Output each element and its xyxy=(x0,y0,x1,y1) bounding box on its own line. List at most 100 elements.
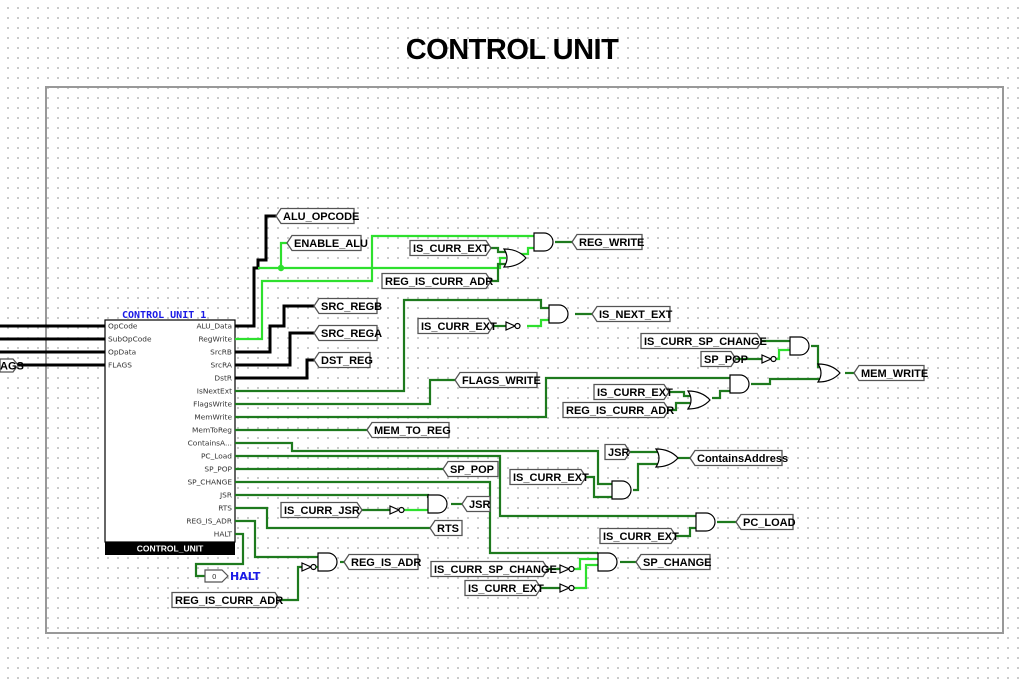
output-pin-label: DstR xyxy=(214,374,232,383)
svg-text:IS_NEXT_EXT: IS_NEXT_EXT xyxy=(599,309,673,321)
tunnel-src-regb[interactable]: SRC_REGB xyxy=(313,297,382,315)
output-pin-label: IsNextExt xyxy=(197,387,232,396)
output-pin-label: REG_IS_ADR xyxy=(186,517,232,526)
input-pin-label: OpData xyxy=(108,348,136,357)
svg-text:IS_CURR_JSR: IS_CURR_JSR xyxy=(284,505,360,517)
tunnel-reg-is-curr-adr-2[interactable]: REG_IS_CURR_ADR xyxy=(562,401,674,419)
tunnel-sp-pop-in[interactable]: SP_POP xyxy=(700,350,748,368)
tunnel-is-curr-ext-3[interactable]: IS_CURR_EXT xyxy=(593,383,673,401)
and-gate-reg-is-adr[interactable] xyxy=(317,552,338,572)
svg-text:ContainsAddress: ContainsAddress xyxy=(697,453,788,465)
output-pin-label: ALU_Data xyxy=(196,322,232,331)
tunnel-rts[interactable]: RTS xyxy=(429,519,463,537)
or-gate-contains-address[interactable] xyxy=(654,448,679,468)
tunnel-contains-address[interactable]: ContainsAddress xyxy=(689,449,788,467)
not-gate-is-curr-jsr[interactable] xyxy=(389,505,405,515)
wire-junction xyxy=(277,264,285,272)
output-pin-label: FlagsWrite xyxy=(193,400,232,409)
tunnel-sp-pop-out[interactable]: SP_POP xyxy=(442,460,499,478)
tunnel-enable-alu[interactable]: ENABLE_ALU xyxy=(286,234,368,252)
svg-text:JSR: JSR xyxy=(608,447,629,459)
not-gate-is-curr-sp-change[interactable] xyxy=(559,564,575,574)
output-pin-label: HALT xyxy=(214,530,233,539)
tunnel-is-curr-ext-1[interactable]: IS_CURR_EXT xyxy=(409,239,492,257)
svg-text:DST_REG: DST_REG xyxy=(321,355,373,367)
bus-wires xyxy=(235,214,314,380)
tunnel-mem-to-reg[interactable]: MEM_TO_REG xyxy=(366,421,451,439)
tunnel-reg-is-curr-adr-1[interactable]: REG_IS_CURR_ADR xyxy=(381,272,493,290)
svg-text:REG_IS_ADR: REG_IS_ADR xyxy=(351,557,421,569)
svg-text:ENABLE_ALU: ENABLE_ALU xyxy=(294,238,368,250)
tunnel-mem-write[interactable]: MEM_WRITE xyxy=(853,364,928,382)
output-pin-label: SrcRB xyxy=(210,348,232,357)
wires-low xyxy=(194,240,854,602)
control-unit-component[interactable]: CONTROL_UNIT_1 CONTROL_UNIT OpCodeSubOpC… xyxy=(104,310,236,555)
svg-text:SP_CHANGE: SP_CHANGE xyxy=(643,557,711,569)
tunnel-reg-is-curr-adr-3[interactable]: REG_IS_CURR_ADR xyxy=(171,591,283,609)
and-gate-is-next-ext[interactable] xyxy=(548,304,569,324)
tunnel-reg-write[interactable]: REG_WRITE xyxy=(571,233,644,251)
tunnel-is-curr-sp-change-2[interactable]: IS_CURR_SP_CHANGE xyxy=(430,560,557,578)
tunnel-dst-reg[interactable]: DST_REG xyxy=(313,351,373,369)
component-footer: CONTROL_UNIT xyxy=(137,544,204,554)
and-gate-contains-address[interactable] xyxy=(611,480,632,500)
svg-text:REG_WRITE: REG_WRITE xyxy=(579,237,644,249)
tunnel-is-curr-ext-2[interactable]: IS_CURR_EXT xyxy=(417,317,497,335)
tunnel-jsr-out[interactable]: JSR xyxy=(461,495,491,513)
halt-output-pin[interactable]: 0 HALT xyxy=(204,569,261,583)
and-gate-sp-change[interactable] xyxy=(597,552,618,572)
not-gate-reg-is-curr-adr[interactable] xyxy=(301,562,317,572)
tunnel-is-curr-jsr[interactable]: IS_CURR_JSR xyxy=(280,501,363,519)
output-pin-label: PC_Load xyxy=(201,452,232,461)
tunnel-is-curr-ext-6[interactable]: IS_CURR_EXT xyxy=(464,579,544,597)
page-title: CONTROL UNIT xyxy=(405,34,619,66)
svg-text:SP_POP: SP_POP xyxy=(704,354,748,366)
and-gate-mem-write-sp[interactable] xyxy=(789,336,810,356)
input-pin-label: FLAGS xyxy=(108,361,132,370)
svg-text:REG_IS_CURR_ADR: REG_IS_CURR_ADR xyxy=(175,595,283,607)
or-gate-mem-write[interactable] xyxy=(816,363,841,383)
tunnel-flags-left[interactable]: AGS xyxy=(0,358,24,373)
tunnel-is-curr-ext-5[interactable]: IS_CURR_EXT xyxy=(599,527,679,545)
tunnel-is-next-ext[interactable]: IS_NEXT_EXT xyxy=(591,305,673,323)
tunnel-jsr-in[interactable]: JSR xyxy=(604,443,631,461)
tunnel-src-rega[interactable]: SRC_REGA xyxy=(313,324,382,342)
input-pin-label: SubOpCode xyxy=(108,335,152,344)
svg-text:MEM_TO_REG: MEM_TO_REG xyxy=(374,425,451,437)
or-gate-reg-write[interactable] xyxy=(502,248,527,268)
input-buses xyxy=(0,324,105,367)
not-gate-sp-pop[interactable] xyxy=(761,354,777,364)
output-pin-label: JSR xyxy=(219,491,232,500)
svg-text:SRC_REGA: SRC_REGA xyxy=(321,328,382,340)
tunnel-alu-opcode[interactable]: ALU_OPCODE xyxy=(275,207,359,225)
svg-text:SRC_REGB: SRC_REGB xyxy=(321,301,382,313)
svg-text:IS_CURR_EXT: IS_CURR_EXT xyxy=(513,472,589,484)
and-gate-reg-write[interactable] xyxy=(533,232,554,252)
tunnel-flags-write[interactable]: FLAGS_WRITE xyxy=(454,371,541,389)
circuit-frame xyxy=(45,86,1004,634)
and-gate-pc-load[interactable] xyxy=(695,512,716,532)
tunnel-reg-is-adr[interactable]: REG_IS_ADR xyxy=(343,553,421,571)
tunnel-sp-change[interactable]: SP_CHANGE xyxy=(635,553,711,571)
not-gate-is-curr-ext[interactable] xyxy=(505,321,521,331)
not-gate-is-curr-ext[interactable] xyxy=(559,583,575,593)
and-gate-jsr[interactable] xyxy=(427,494,448,514)
or-gate-mem-write-ext[interactable] xyxy=(686,390,711,410)
component-label: CONTROL_UNIT_1 xyxy=(122,310,206,321)
output-pin-label: RegWrite xyxy=(198,335,232,344)
svg-text:JSR: JSR xyxy=(469,499,490,511)
svg-text:REG_IS_CURR_ADR: REG_IS_CURR_ADR xyxy=(566,405,674,417)
and-gate-mem-write-ext[interactable] xyxy=(729,374,750,394)
output-pin-label: MemWrite xyxy=(194,413,232,422)
output-pin-label: RTS xyxy=(218,504,232,513)
tunnel-is-curr-ext-4[interactable]: IS_CURR_EXT xyxy=(509,468,589,486)
svg-text:IS_CURR_SP_CHANGE: IS_CURR_SP_CHANGE xyxy=(434,564,557,576)
tunnel-is-curr-sp-change-1[interactable]: IS_CURR_SP_CHANGE xyxy=(640,332,767,350)
tunnel-pc-load[interactable]: PC_LOAD xyxy=(735,513,796,531)
svg-text:FLAGS_WRITE: FLAGS_WRITE xyxy=(462,375,541,387)
output-pin-label: SrcRA xyxy=(210,361,232,370)
halt-label: HALT xyxy=(230,570,261,583)
svg-text:IS_CURR_SP_CHANGE: IS_CURR_SP_CHANGE xyxy=(644,336,767,348)
svg-text:0: 0 xyxy=(212,573,216,581)
